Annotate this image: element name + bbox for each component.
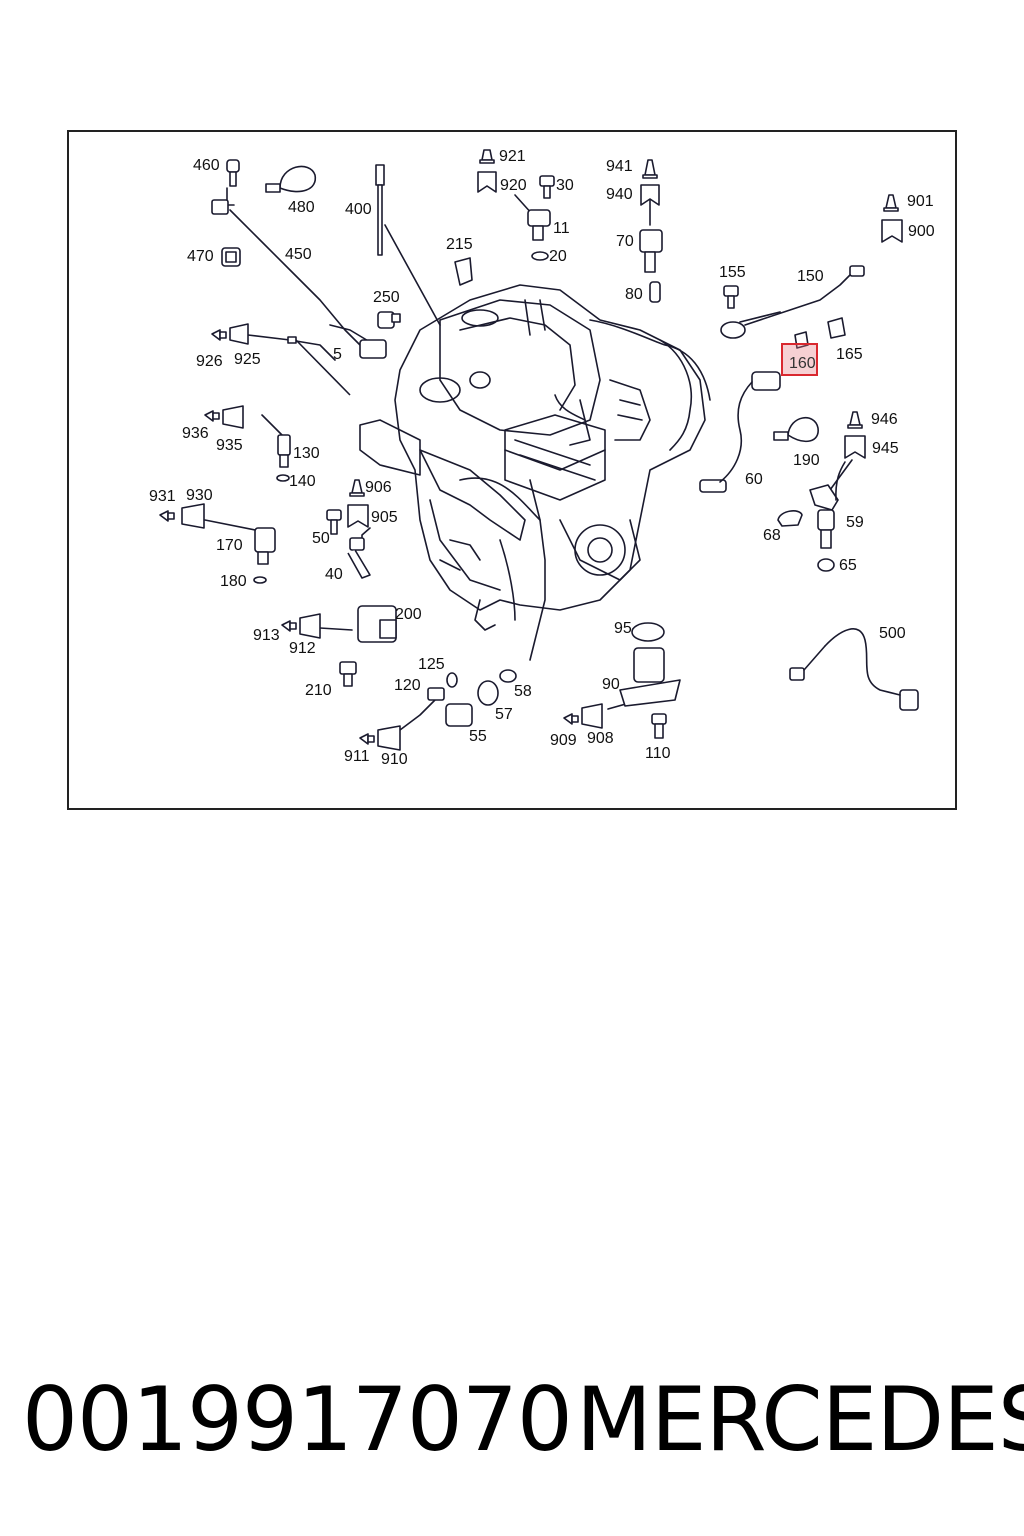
label-926: 926 <box>196 353 223 370</box>
label-905: 905 <box>371 509 398 526</box>
label-150: 150 <box>797 268 824 285</box>
label-400: 400 <box>345 201 372 218</box>
label-95: 95 <box>614 620 632 637</box>
label-5: 5 <box>333 346 342 363</box>
label-911: 911 <box>344 748 370 765</box>
label-900: 900 <box>908 223 935 240</box>
label-480: 480 <box>288 199 315 216</box>
label-90: 90 <box>602 676 620 693</box>
label-65: 65 <box>839 557 857 574</box>
label-57: 57 <box>495 706 513 723</box>
label-470: 470 <box>187 248 214 265</box>
label-68: 68 <box>763 527 781 544</box>
label-215: 215 <box>446 236 473 253</box>
label-940: 940 <box>606 186 633 203</box>
label-165: 165 <box>836 346 863 363</box>
label-125: 125 <box>418 656 445 673</box>
label-110: 110 <box>645 745 671 762</box>
label-40: 40 <box>325 566 343 583</box>
label-906: 906 <box>365 479 392 496</box>
label-58: 58 <box>514 683 532 700</box>
label-155: 155 <box>719 264 746 281</box>
label-930: 930 <box>186 487 213 504</box>
label-60: 60 <box>745 471 763 488</box>
label-140: 140 <box>289 473 316 490</box>
label-130: 130 <box>293 445 320 462</box>
label-55: 55 <box>469 728 487 745</box>
label-500: 500 <box>879 625 906 642</box>
label-450: 450 <box>285 246 312 263</box>
label-936: 936 <box>182 425 209 442</box>
label-460: 460 <box>193 157 220 174</box>
label-921: 921 <box>499 148 526 165</box>
label-200: 200 <box>395 606 422 623</box>
brand-name: MERCEDES <box>576 1368 1024 1471</box>
label-910: 910 <box>381 751 408 768</box>
label-920: 920 <box>500 177 527 194</box>
label-190: 190 <box>793 452 820 469</box>
label-70: 70 <box>616 233 634 250</box>
label-925: 925 <box>234 351 261 368</box>
label-908: 908 <box>587 730 614 747</box>
label-912: 912 <box>289 640 316 657</box>
label-909: 909 <box>550 732 577 749</box>
label-11: 11 <box>553 220 570 237</box>
label-250: 250 <box>373 289 400 306</box>
label-170: 170 <box>216 537 243 554</box>
label-935: 935 <box>216 437 243 454</box>
part-number: 0019917070 <box>22 1368 573 1471</box>
label-160: 160 <box>789 355 816 372</box>
label-80: 80 <box>625 286 643 303</box>
highlight-box-160 <box>781 343 818 376</box>
label-59: 59 <box>846 514 864 531</box>
label-901: 901 <box>907 193 934 210</box>
label-120: 120 <box>394 677 421 694</box>
label-210: 210 <box>305 682 332 699</box>
label-30: 30 <box>556 177 574 194</box>
label-20: 20 <box>549 248 567 265</box>
label-50: 50 <box>312 530 330 547</box>
label-946: 946 <box>871 411 898 428</box>
label-931: 931 <box>149 488 176 505</box>
label-945: 945 <box>872 440 899 457</box>
label-941: 941 <box>606 158 633 175</box>
label-180: 180 <box>220 573 247 590</box>
label-913: 913 <box>253 627 280 644</box>
